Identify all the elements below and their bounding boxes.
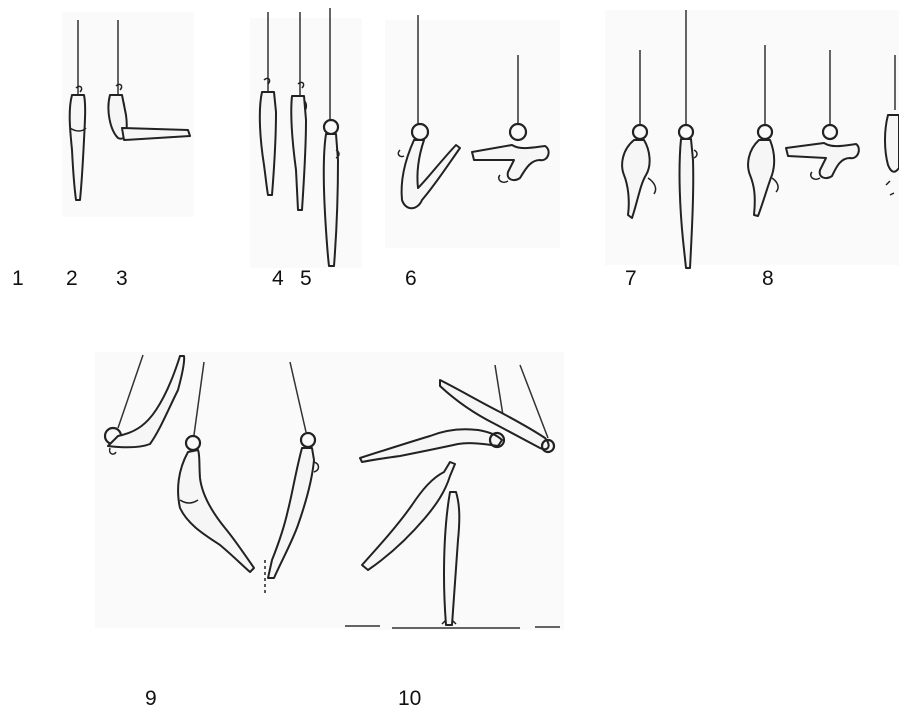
frame-label-2: 2 [66, 268, 78, 289]
gymnast-figure-3 [108, 20, 190, 140]
gymnast-figure-8a [748, 45, 778, 216]
gymnast-figure-5a [291, 12, 306, 210]
frame-label-4: 4 [272, 268, 284, 289]
gymnast-figure-5b [324, 8, 339, 266]
gymnast-figure-4 [260, 12, 276, 195]
frame-label-8: 8 [762, 268, 774, 289]
gymnast-figure-8b [786, 50, 859, 179]
floor-line [345, 626, 560, 628]
frame-label-1: 1 [12, 268, 24, 289]
gymnast-figure-7b [679, 10, 697, 268]
gymnast-figure-8c [885, 55, 899, 195]
gymnast-figure-6b [472, 55, 549, 182]
gymnast-figure-10b [360, 429, 504, 462]
gymnast-figure-6a [398, 15, 460, 208]
gymnast-figure-10c [362, 462, 455, 570]
frame-label-6: 6 [405, 268, 417, 289]
gymnast-figure-9c [268, 362, 319, 578]
frame-label-7: 7 [625, 268, 637, 289]
frame-label-5: 5 [300, 268, 312, 289]
gymnast-figure-9a [105, 355, 184, 454]
frame-label-3: 3 [116, 268, 128, 289]
gymnast-figure-7a [622, 50, 655, 218]
gymnast-figure-10d [442, 492, 459, 625]
gymnast-figure-2 [70, 20, 86, 200]
frame-label-10: 10 [398, 688, 421, 709]
frame-label-9: 9 [145, 688, 157, 709]
gymnast-figure-9b [178, 362, 254, 572]
